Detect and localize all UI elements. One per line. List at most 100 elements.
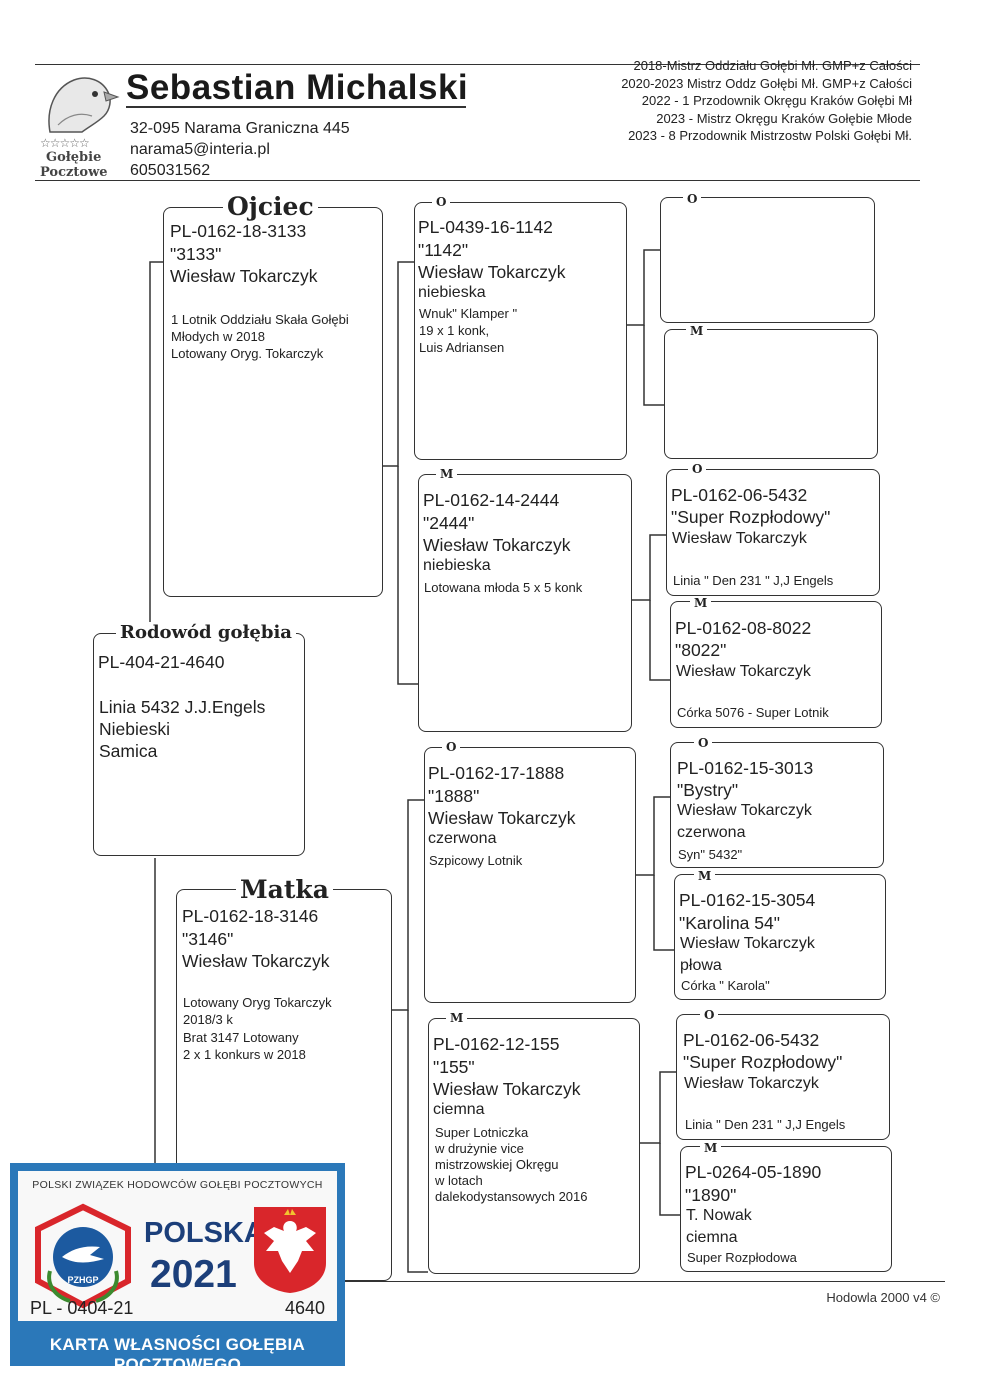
mfm-nick: "Karolina 54" [679,913,780,933]
logo-stars: ☆☆☆☆☆ [40,136,90,150]
mff-owner: Wiesław Tokarczyk [677,802,812,819]
fff-label: O [683,192,702,206]
mm-note-3: mistrzowskiej Okręgu [435,1157,559,1172]
mmf-owner: Wiesław Tokarczyk [684,1075,819,1092]
fmm-nick: "8022" [675,640,727,660]
ff-owner: Wiesław Tokarczyk [418,262,566,282]
achievement-3: 2022 - 1 Przodownik Okręgu Kraków Gołębi… [641,93,912,108]
card-country: POLSKA [144,1217,265,1249]
fm-ring: PL-0162-14-2444 [423,490,560,510]
fmf-owner: Wiesław Tokarczyk [672,530,807,547]
mm-note-4: w lotach [435,1173,483,1188]
breeder-name: Sebastian Michalski [126,68,469,107]
card-year: 2021 [150,1253,237,1296]
mm-note-1: Super Lotniczka [435,1125,529,1140]
mmf-ring: PL-0162-06-5432 [683,1030,820,1050]
pzhgp-logo-icon: PZHGP [35,1203,131,1309]
footer-rule [345,1281,945,1282]
father-note-1: 1 Lotnik Oddziału Skała Gołębi [171,312,349,327]
header-bottom-rule [35,180,920,181]
achievement-2: 2020-2023 Mistrz Oddz Gołębi Mł. GMP+z C… [621,76,912,91]
ff-ring: PL-0439-16-1142 [418,217,553,237]
mfm-note: Córka " Karola" [681,978,770,993]
subject-line-3: Samica [99,741,158,761]
mother-note-2: 2018/3 k [183,1012,233,1027]
ff-note-3: Luis Adriansen [419,340,505,355]
mother-note-1: Lotowany Oryg Tokarczyk [183,995,332,1010]
logo-text-line2: Pocztowe [40,165,108,180]
subject-label: Rodowód gołębia [116,622,296,643]
mf-nick: "1888" [428,786,480,806]
mm-note-5: dalekodystansowych 2016 [435,1189,588,1204]
father-ring: PL-0162-18-3133 [170,221,307,241]
mff-ring: PL-0162-15-3013 [677,758,814,778]
mmm-nick: "1890" [685,1185,737,1205]
ff-note-1: Wnuk" Klamper " [419,306,518,321]
fmf-note: Linia " Den 231 " J,J Engels [673,573,834,588]
mmf-box [676,1014,890,1140]
subject-ring: PL-404-21-4640 [98,652,225,672]
ff-color: niebieska [418,284,486,301]
fmf-box [666,469,880,596]
fmm-box [670,601,882,728]
ffm-box [664,329,878,459]
mfm-label: M [694,869,716,883]
mff-note: Syn" 5432" [678,847,743,862]
mmm-owner: T. Nowak [686,1207,752,1224]
mmm-label: M [700,1141,722,1155]
mff-nick: "Bystry" [677,780,739,800]
fmf-nick: "Super Rozpłodowy" [671,507,831,527]
father-nick: "3133" [170,244,222,264]
mother-note-4: 2 x 1 konkurs w 2018 [183,1047,306,1062]
mf-color: czerwona [428,830,497,847]
mf-note-1: Szpicowy Lotnik [429,853,523,868]
header-top-rule [35,64,920,65]
father-owner: Wiesław Tokarczyk [170,266,318,286]
logo-text-line1: Gołębie [46,150,102,165]
mmm-color: ciemna [686,1229,738,1246]
mm-note-2: w drużynie vice [435,1141,524,1156]
father-note-2: Młodych w 2018 [171,329,265,344]
father-note-3: Lotowany Oryg. Tokarczyk [171,346,324,361]
mmm-note: Super Rozpłodowa [687,1250,797,1265]
fmf-ring: PL-0162-06-5432 [671,485,808,505]
mmf-note: Linia " Den 231 " J,J Engels [685,1117,846,1132]
fm-color: niebieska [423,557,491,574]
mmf-nick: "Super Rozpłodowy" [683,1052,843,1072]
ff-nick: "1142" [418,240,469,260]
mff-box [670,742,884,868]
mmm-box [680,1146,892,1272]
mm-label: M [446,1011,468,1025]
ffm-label: M [686,324,708,338]
mm-owner: Wiesław Tokarczyk [433,1079,581,1099]
mother-ring: PL-0162-18-3146 [182,906,319,926]
ff-label: O [432,195,451,209]
mfm-color: płowa [680,957,722,974]
breeder-email: narama5@interia.pl [130,141,270,158]
mf-owner: Wiesław Tokarczyk [428,808,576,828]
mf-label: O [442,740,461,754]
subject-line-1: Linia 5432 J.J.Engels [99,697,266,717]
mm-ring: PL-0162-12-155 [433,1034,560,1054]
achievement-4: 2023 - Mistrz Okręgu Kraków Gołębie Młod… [656,111,912,126]
mm-nick: "155" [433,1057,475,1077]
pigeon-head-icon [48,77,120,133]
mfm-box [674,874,886,1000]
subject-box [93,633,305,856]
fm-label: M [436,467,458,481]
mff-color: czerwona [677,824,746,841]
father-label: Ojciec [223,192,318,221]
mmf-label: O [700,1008,719,1022]
polish-eagle-emblem-icon [254,1207,326,1293]
svg-text:PZHGP: PZHGP [67,1275,98,1285]
fmm-owner: Wiesław Tokarczyk [676,663,811,680]
mother-note-3: Brat 3147 Lotowany [183,1030,299,1045]
mf-box [424,747,636,1003]
ff-box [414,202,627,460]
card-ring-number: 4640 [284,1298,325,1318]
fff-box [660,197,875,323]
name-underline [126,106,466,108]
card-ring-prefix: PL - 0404-21 [30,1298,134,1318]
mfm-ring: PL-0162-15-3054 [679,890,816,910]
